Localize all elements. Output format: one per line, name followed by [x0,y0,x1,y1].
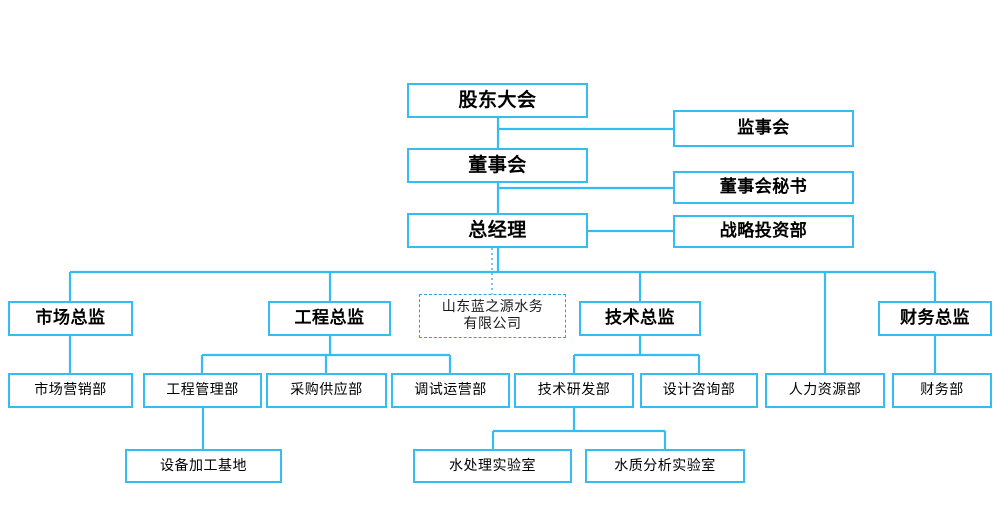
org-node-dir-market[interactable]: 市场总监 [8,301,133,336]
org-node-dept-engmgmt[interactable]: 工程管理部 [143,373,262,408]
org-node-dept-marketing[interactable]: 市场营销部 [8,373,133,408]
org-node-dir-eng[interactable]: 工程总监 [268,301,391,336]
org-node-sub-equipment[interactable]: 设备加工基地 [125,449,282,483]
org-node-strategy[interactable]: 战略投资部 [673,215,854,248]
org-node-board[interactable]: 董事会 [407,148,588,183]
org-node-dir-tech[interactable]: 技术总监 [579,301,701,336]
org-node-sub-waterlab[interactable]: 水处理实验室 [413,449,572,483]
org-node-supervisors[interactable]: 监事会 [673,110,854,147]
org-node-company[interactable]: 山东蓝之源水务 有限公司 [419,294,566,338]
org-node-dept-design[interactable]: 设计咨询部 [640,373,758,408]
org-node-board-sec[interactable]: 董事会秘书 [673,171,854,204]
org-node-dept-rd[interactable]: 技术研发部 [514,373,634,408]
org-node-sub-qualitylab[interactable]: 水质分析实验室 [585,449,745,483]
org-node-dept-hr[interactable]: 人力资源部 [765,373,885,408]
org-node-dept-finance[interactable]: 财务部 [892,373,992,408]
org-node-shareholders[interactable]: 股东大会 [407,83,588,118]
org-node-dept-purchase[interactable]: 采购供应部 [266,373,387,408]
org-node-gm[interactable]: 总经理 [407,213,588,248]
org-node-dir-finance[interactable]: 财务总监 [878,301,992,336]
org-node-dept-commiss[interactable]: 调试运营部 [391,373,510,408]
